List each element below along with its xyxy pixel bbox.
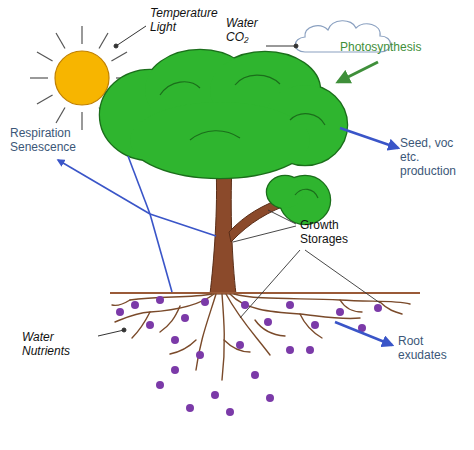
nutrient-dot [251, 371, 259, 379]
process-label: Growth Storages [300, 218, 370, 246]
nutrient-dot [186, 404, 194, 412]
ground-line [110, 292, 420, 294]
sun-ray [56, 107, 65, 123]
sun-ray [37, 52, 53, 61]
sun-ray [30, 77, 48, 78]
process-label: Root exudates [398, 334, 468, 362]
nutrient-dot [236, 341, 244, 349]
nutrient-dot [311, 321, 319, 329]
nutrient-dot [211, 391, 219, 399]
nutrient-dots [116, 296, 382, 416]
nutrient-dot [286, 346, 294, 354]
nutrient-dot [156, 381, 164, 389]
nutrient-dot [374, 304, 382, 312]
respiration-lines [58, 156, 216, 292]
nutrient-dot [171, 366, 179, 374]
sun-ray [56, 33, 65, 49]
sun-ray [111, 52, 127, 61]
sun-ray [99, 33, 108, 49]
nutrient-dot [241, 301, 249, 309]
nutrient-dot [131, 301, 139, 309]
process-label: Photosynthesis [340, 40, 450, 54]
sun-ray [81, 26, 82, 44]
exudate-arrow [335, 322, 392, 345]
nutrient-dot [181, 314, 189, 322]
nutrient-dot [306, 346, 314, 354]
process-label: Respiration Senescence [10, 126, 100, 154]
process-label: Seed, voc etc. production [400, 136, 470, 178]
nutrient-dot [116, 308, 124, 316]
nutrient-dot [264, 318, 272, 326]
growth-leader-lines [233, 210, 380, 318]
climate-label: Water CO₂ [226, 16, 276, 44]
nutrient-dot [266, 394, 274, 402]
nutrient-dot [286, 301, 294, 309]
soil-label: Water Nutrients [22, 330, 98, 358]
roots [112, 294, 410, 380]
nutrient-dot [171, 336, 179, 344]
nutrient-dot [226, 408, 234, 416]
photosynthesis-arrow [338, 62, 378, 82]
crown [100, 50, 347, 224]
nutrient-dot [196, 351, 204, 359]
nutrient-dot [336, 308, 344, 316]
nutrient-dot [201, 298, 209, 306]
sun-ray [37, 95, 53, 104]
nutrient-dot [156, 296, 164, 304]
sun-ray [81, 112, 82, 130]
nutrient-dot [146, 321, 154, 329]
production-arrow [340, 128, 398, 148]
